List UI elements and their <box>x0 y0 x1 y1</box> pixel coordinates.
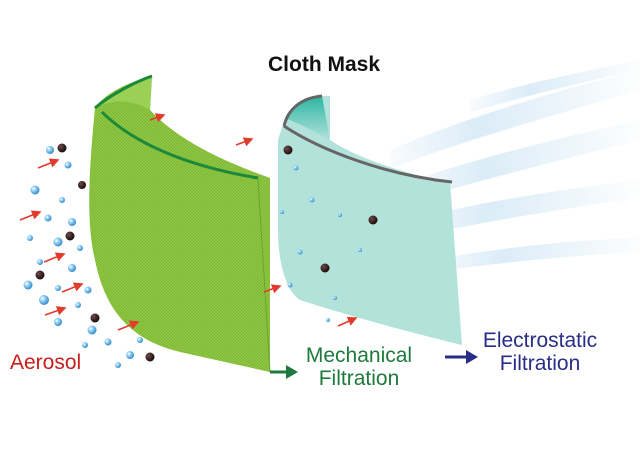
outer-cloth-layer <box>89 74 271 373</box>
mechanical-filtration-label: Mechanical Filtration <box>292 344 426 390</box>
mechanical-line1: Mechanical <box>305 344 413 367</box>
mechanical-arrow <box>270 365 298 379</box>
water-droplets <box>23 146 362 368</box>
aerosol-label: Aerosol <box>10 351 82 374</box>
electrostatic-line2: Filtration <box>499 351 581 375</box>
electrostatic-filtration-label: Electrostatic Filtration <box>470 329 610 375</box>
airflow-streaks <box>390 60 640 272</box>
dust-particles <box>35 143 378 362</box>
mechanical-line2: Filtration <box>318 366 400 390</box>
electrostatic-arrow <box>445 350 478 364</box>
aerosol-arrows <box>19 113 358 331</box>
diagram-title: Cloth Mask <box>268 53 381 76</box>
electrostatic-line1: Electrostatic <box>482 329 598 352</box>
